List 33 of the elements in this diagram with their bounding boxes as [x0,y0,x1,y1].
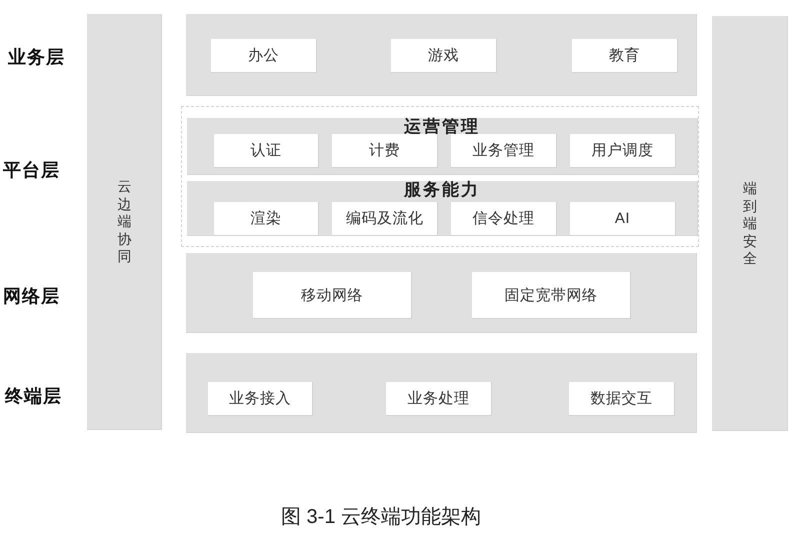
vertical-label: 端到端安全 [742,180,758,268]
function-box: 认证 [214,134,319,168]
function-box: 固定宽带网络 [472,272,631,319]
layer-label: 网络层 [3,286,60,306]
figure-caption: 图 3-1 云终端功能架构 [280,505,482,529]
layer-label: 终端层 [5,386,62,406]
function-box: 信令处理 [451,202,557,236]
layer-band [186,253,697,333]
function-box: 业务管理 [451,134,557,168]
side-band [87,14,162,430]
function-box: 渲染 [214,202,319,236]
dashed-frame [181,106,699,247]
layer-label: 业务层 [8,47,65,67]
band-heading: 服务能力 [404,182,480,198]
layer-band [187,181,698,236]
function-box: 办公 [211,39,317,73]
function-box: 游戏 [391,39,497,73]
function-box: 用户调度 [570,134,676,168]
function-box: AI [570,202,676,236]
function-box: 计费 [332,134,438,168]
layer-band [186,14,697,96]
vertical-label: 云边端协同 [116,178,132,266]
layer-label: 平台层 [3,160,60,180]
function-box: 业务处理 [386,382,492,416]
layer-band [186,353,697,433]
function-box: 编码及流化 [332,202,438,236]
band-heading: 运营管理 [404,119,480,135]
function-box: 数据交互 [569,382,675,416]
side-band [712,16,788,431]
function-box: 业务接入 [208,382,313,416]
function-box: 移动网络 [253,272,412,319]
function-box: 教育 [572,39,678,73]
layer-band [187,118,698,175]
